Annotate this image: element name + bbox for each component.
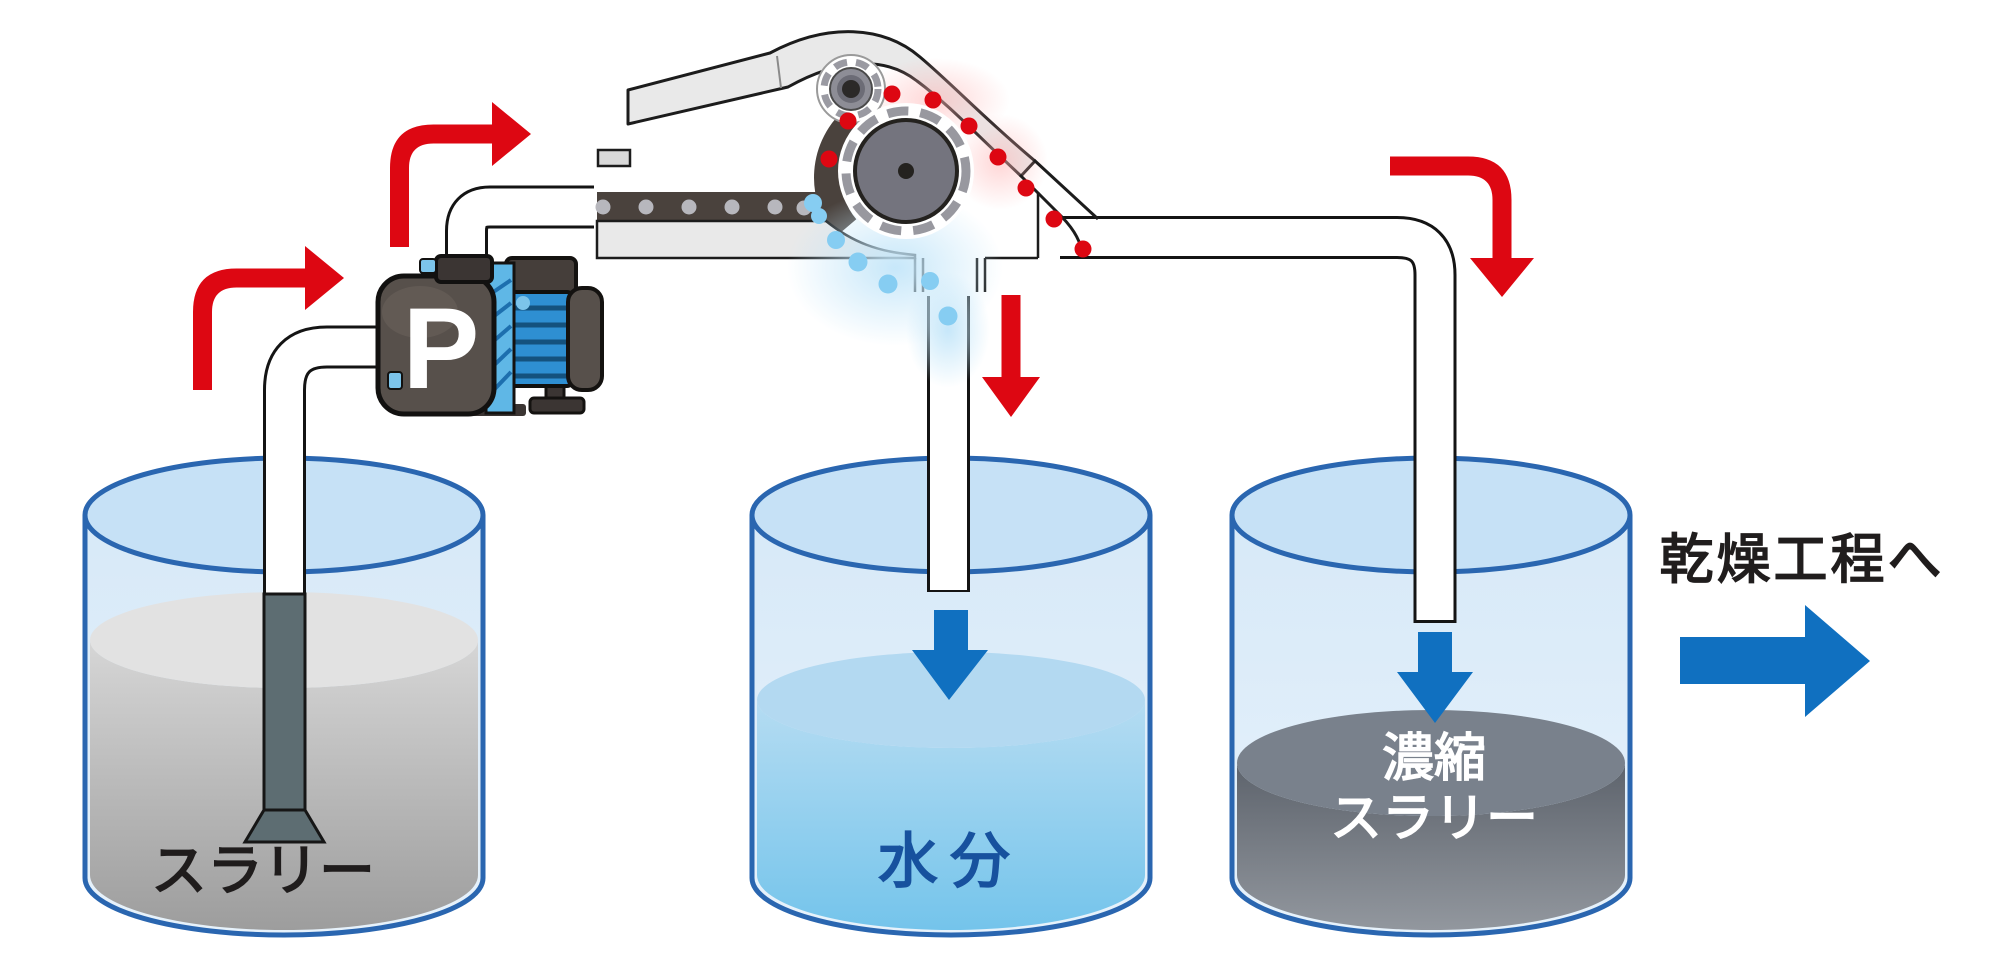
water-dot	[921, 272, 939, 290]
flow-arrow-down-icon	[982, 295, 1040, 417]
water-dot	[878, 274, 898, 294]
belt-dot	[767, 199, 783, 215]
pipe-suction-submerged	[262, 592, 307, 816]
diagram-labels: スラリー 水分 濃縮 スラリー 乾燥工程へ	[151, 530, 1945, 902]
belt-dot	[638, 199, 654, 215]
slurry-dot	[839, 112, 857, 130]
pump-motor-eyelet	[516, 296, 530, 310]
pump: P	[375, 254, 604, 417]
water-spray-glow	[906, 272, 990, 388]
flow-arrows-red	[193, 102, 1534, 417]
label-slurry: スラリー	[151, 839, 375, 902]
belt-dot	[595, 199, 611, 215]
slurry-dot	[924, 91, 942, 109]
pump-label: P	[403, 285, 480, 413]
drop-arrows-blue	[912, 605, 1870, 723]
slurry-dot	[1045, 210, 1063, 228]
slurry-dot	[960, 117, 978, 135]
slurry-dot	[1074, 240, 1092, 258]
tank-concentrated-slurry	[1229, 455, 1633, 938]
press-drum-small	[816, 54, 886, 124]
pipes	[242, 185, 1457, 844]
chute-upper-line	[1032, 158, 1100, 221]
slurry-dot	[883, 85, 901, 103]
water-dot	[804, 194, 822, 212]
pipe-suction-funnel	[242, 808, 327, 844]
slurry-dot	[820, 150, 838, 168]
water-drop-dots	[804, 194, 958, 326]
flow-arrow-right-down-icon	[1390, 156, 1534, 297]
slurry-dot	[1017, 179, 1035, 197]
pump-tab-bottom	[387, 371, 403, 390]
water-dot	[811, 208, 827, 224]
label-next-process: 乾燥工程へ	[1660, 530, 1945, 590]
pump-end-cap	[566, 286, 604, 392]
label-concentrated-line2: スラリー	[1330, 790, 1538, 848]
belt-feed-dots	[595, 199, 812, 216]
flow-arrow-up-right-icon	[390, 102, 531, 247]
water-drop-arrow-icon	[912, 610, 988, 700]
tank-concentrated-liquid	[1237, 763, 1625, 930]
belt-dot	[681, 199, 697, 215]
pump-top-cap	[434, 254, 494, 284]
machine-cover-seam	[776, 55, 782, 89]
pipe-concentrate-inner	[1052, 219, 1454, 620]
water-dot	[827, 231, 845, 249]
separator-machine	[595, 30, 1100, 388]
tank-concentrated-surface	[1237, 710, 1625, 816]
tank-water	[749, 455, 1153, 938]
machine-inlet-step	[596, 148, 632, 168]
label-water: 水分	[877, 828, 1022, 895]
next-process-arrow-icon	[1680, 605, 1870, 717]
pump-body-highlight	[382, 286, 458, 338]
pump-foot-base	[528, 396, 586, 415]
slurry-dot	[989, 148, 1007, 166]
pipe-discharge-inner	[448, 188, 602, 268]
belt-dot	[724, 199, 740, 215]
tank-water-liquid-surface	[757, 652, 1145, 748]
slurry-particle-dots	[820, 85, 1092, 258]
tank-water-liquid	[757, 700, 1145, 930]
flow-arrow-up-right-icon	[193, 246, 344, 390]
water-dot	[848, 252, 868, 272]
water-dot	[938, 306, 958, 326]
pipe-suction-inner	[266, 328, 384, 816]
label-concentrated-line1: 濃縮	[1382, 730, 1486, 788]
press-drum-main	[838, 103, 974, 239]
pump-tab-top	[419, 258, 437, 274]
concentrate-drop-arrow-icon	[1397, 632, 1473, 723]
